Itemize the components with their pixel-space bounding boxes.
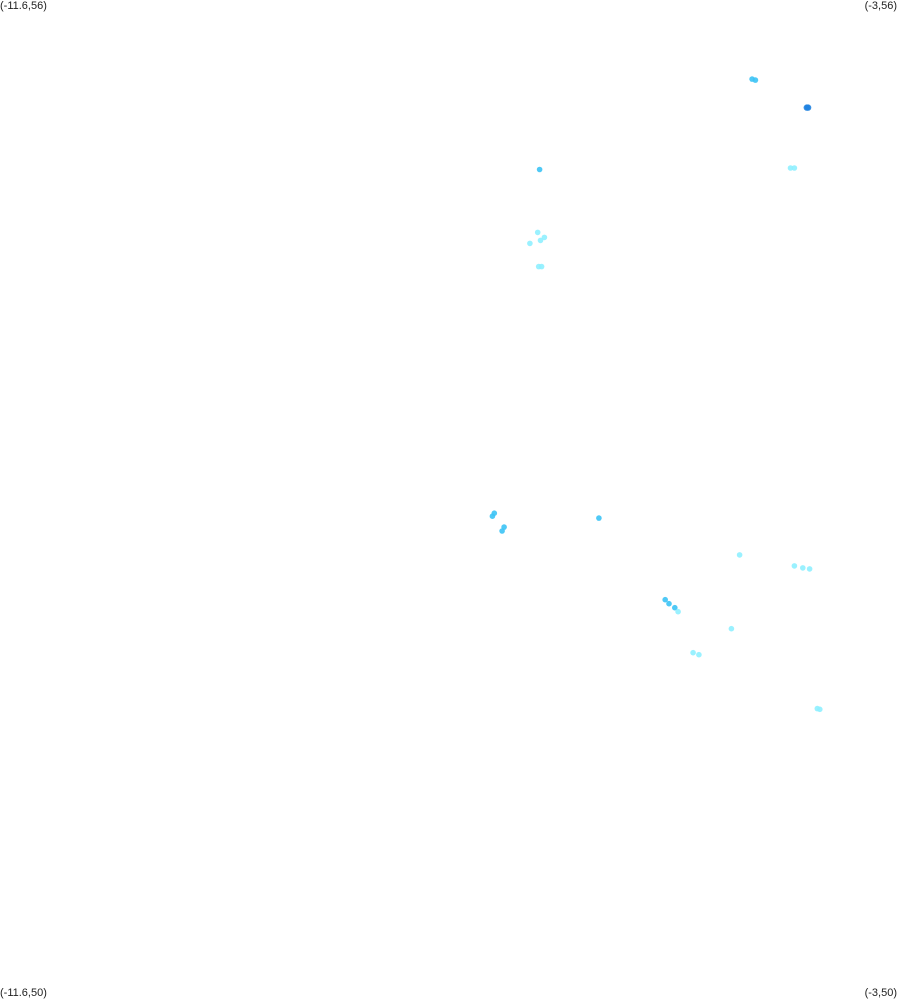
data-point-30 xyxy=(817,706,823,713)
data-point-17 xyxy=(596,515,602,521)
data-point-8 xyxy=(541,234,548,241)
data-point-10 xyxy=(527,240,533,247)
data-point-5 xyxy=(787,165,794,171)
data-point-4 xyxy=(536,166,543,173)
data-point-7 xyxy=(534,229,541,236)
data-point-27 xyxy=(690,649,696,656)
data-point-12 xyxy=(538,263,545,270)
corner-label-bottom-right: (-3,50) xyxy=(864,987,897,999)
data-point-26 xyxy=(728,625,735,632)
data-point-6 xyxy=(791,165,798,171)
data-points-layer xyxy=(489,76,823,713)
data-point-16 xyxy=(499,528,505,534)
data-point-23 xyxy=(666,600,672,607)
data-point-9 xyxy=(537,237,544,244)
data-point-20 xyxy=(800,565,806,571)
corner-label-top-right: (-3,56) xyxy=(864,0,897,12)
corner-label-top-left: (-11.6,56) xyxy=(0,0,47,12)
data-point-21 xyxy=(806,566,813,572)
data-point-25 xyxy=(675,608,681,615)
data-point-19 xyxy=(791,563,798,569)
data-point-3 xyxy=(804,104,812,111)
data-point-18 xyxy=(736,552,743,558)
data-point-1 xyxy=(752,77,759,83)
corner-label-bottom-left: (-11.6,50) xyxy=(0,987,47,999)
data-point-24 xyxy=(672,604,678,611)
data-point-14 xyxy=(491,510,498,516)
data-point-28 xyxy=(696,651,702,658)
data-point-22 xyxy=(662,596,668,603)
